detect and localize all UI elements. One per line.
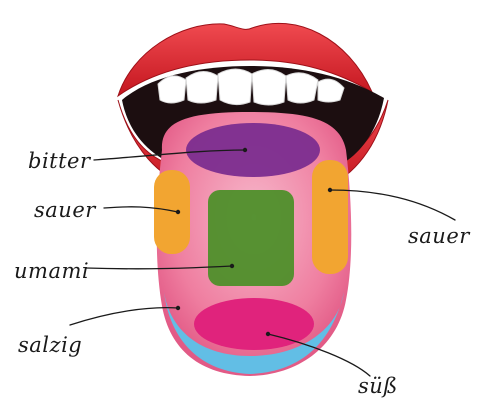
salty-leader-dot xyxy=(176,306,180,310)
sour-right-label: sauer xyxy=(408,224,471,248)
sour-left-region xyxy=(154,170,190,254)
sweet-label: süß xyxy=(358,374,398,398)
sweet-leader-dot xyxy=(266,332,270,336)
salty-label: salzig xyxy=(18,333,82,357)
umami-label: umami xyxy=(14,259,89,283)
umami-leader-dot xyxy=(230,264,234,268)
sour-left-leader-dot xyxy=(176,210,180,214)
sour-left-label: sauer xyxy=(34,198,97,222)
bitter-region xyxy=(186,123,320,177)
salty-leader xyxy=(70,308,178,325)
bitter-leader-dot xyxy=(243,148,247,152)
sour-right-leader-dot xyxy=(328,188,332,192)
bitter-label: bitter xyxy=(28,149,92,173)
umami-region xyxy=(208,190,294,286)
sour-right-region xyxy=(312,160,348,274)
